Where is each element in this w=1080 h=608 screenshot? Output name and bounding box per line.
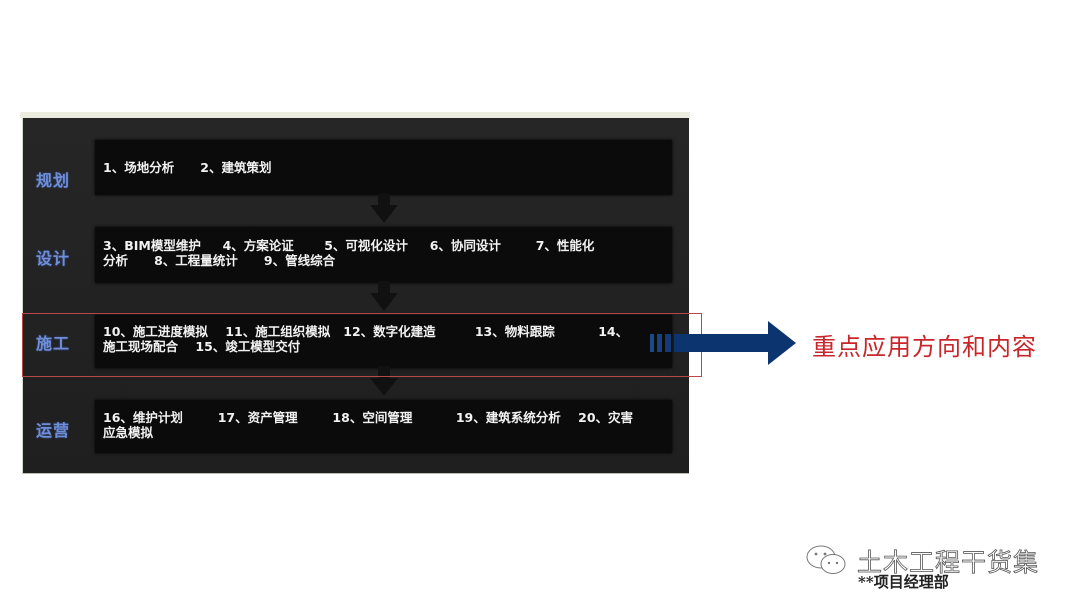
stage-label-design: 设计 — [36, 249, 71, 268]
down-arrow-icon — [370, 366, 398, 396]
down-arrow-icon — [370, 281, 398, 311]
stage-label-operation: 运营 — [36, 421, 71, 440]
highlight-caption: 重点应用方向和内容 — [812, 333, 1037, 361]
stage-box-planning: 1、场地分析 2、建筑策划 — [95, 140, 672, 195]
stage-items-operation: 16、维护计划 17、资产管理 18、空间管理 19、建筑系统分析 20、灾害 … — [103, 410, 634, 440]
stage-box-operation: 16、维护计划 17、资产管理 18、空间管理 19、建筑系统分析 20、灾害 … — [95, 400, 672, 453]
watermark-brand: 土木工程干货集 — [857, 548, 1040, 578]
stage-label-construction: 施工 — [36, 334, 71, 353]
watermark-sub: **项目经理部 — [858, 573, 949, 591]
stage-items-construction: 10、施工进度模拟 11、施工组织模拟 12、数字化建造 13、物料跟踪 14、… — [103, 324, 629, 354]
stage-box-design: 3、BIM模型维护 4、方案论证 5、可视化设计 6、协同设计 7、性能化 分析… — [95, 227, 672, 283]
right-arrow-icon — [650, 321, 796, 365]
stage-box-construction: 10、施工进度模拟 11、施工组织模拟 12、数字化建造 13、物料跟踪 14、… — [95, 315, 672, 368]
stage-items-planning: 1、场地分析 2、建筑策划 — [103, 160, 272, 175]
down-arrow-icon — [370, 193, 398, 223]
watermark: 土木工程干货集 — [805, 543, 1039, 579]
panel-top-bar — [20, 112, 690, 118]
wechat-icon — [806, 545, 846, 574]
stage-items-design: 3、BIM模型维护 4、方案论证 5、可视化设计 6、协同设计 7、性能化 分析… — [103, 238, 595, 268]
stage-label-planning: 规划 — [36, 171, 71, 190]
